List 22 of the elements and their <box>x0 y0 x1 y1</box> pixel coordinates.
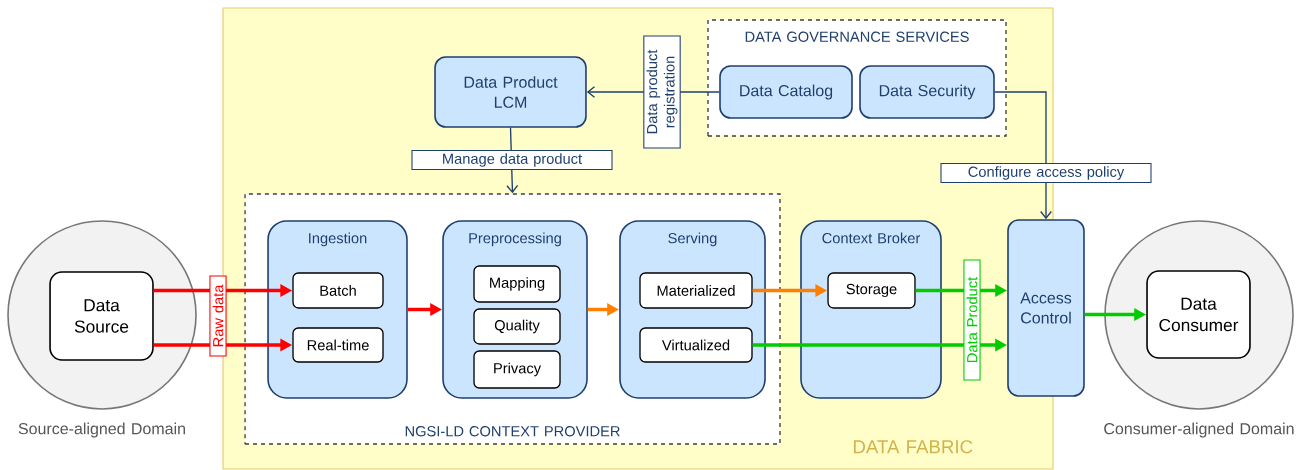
step-box: Quality <box>473 308 561 345</box>
edge-label: Manage data product <box>411 149 613 171</box>
edge-label: Configure access policy <box>940 162 1152 184</box>
service-box: Data Security <box>859 65 995 119</box>
edge-label: Data product registration <box>643 35 681 149</box>
service-box: Data Catalog <box>719 65 853 119</box>
step-box: Mapping <box>473 265 561 303</box>
node-label: Source-aligned Domain <box>18 422 185 438</box>
step-box: Virtualized <box>639 327 753 363</box>
step-box: Batch <box>292 272 384 309</box>
process-box: Data Product LCM <box>434 56 587 128</box>
step-box: Materialized <box>639 272 753 309</box>
node-label: Consumer-aligned Domain <box>1104 422 1294 438</box>
arrow <box>994 91 1052 220</box>
step-box: Real-time <box>292 327 384 363</box>
access-box: Access Control <box>1007 219 1085 397</box>
source-box: Data Source <box>49 271 154 361</box>
step-box: Storage <box>827 272 916 309</box>
step-box: Privacy <box>473 350 561 389</box>
edge-label: Data Product <box>963 259 981 381</box>
edge-label: Raw data <box>209 275 227 357</box>
consumer-box: Data Consumer <box>1146 270 1251 359</box>
